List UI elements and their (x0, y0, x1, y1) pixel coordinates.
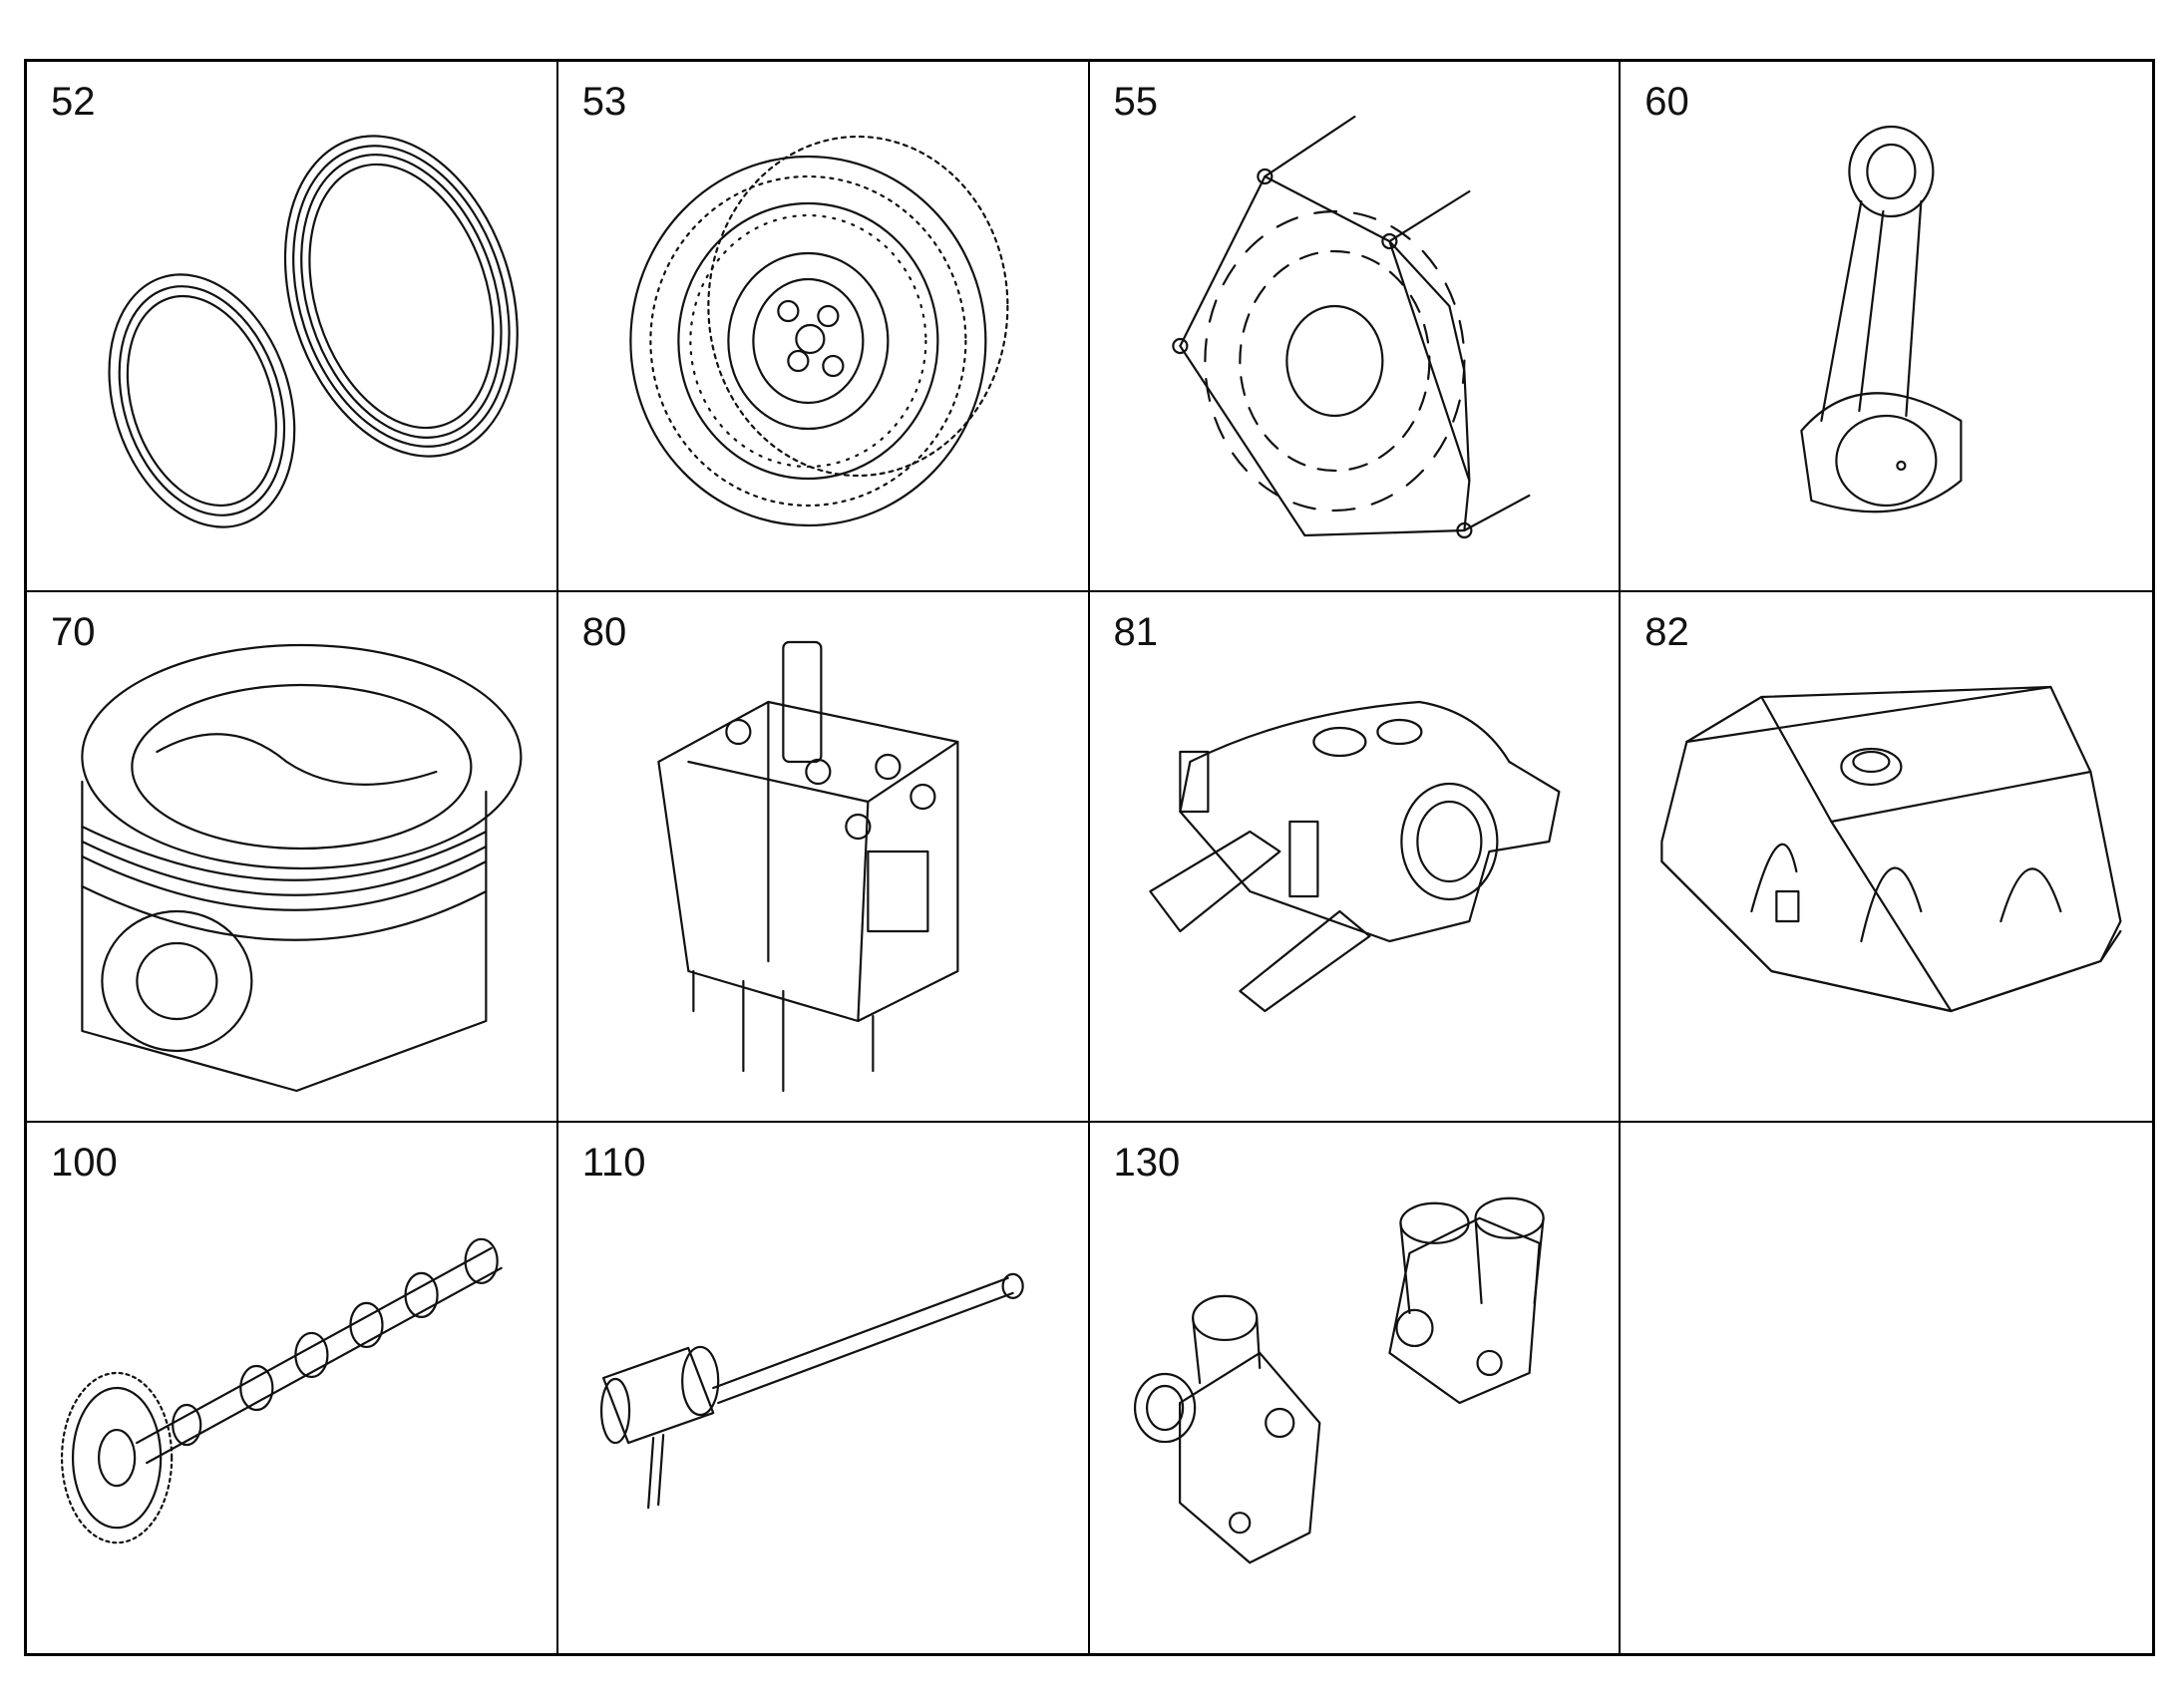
part-cell-130: 130 (1090, 1123, 1622, 1653)
part-number: 110 (581, 1141, 646, 1185)
part-cell-53: 53 (557, 62, 1090, 592)
piston-icon (81, 643, 523, 1093)
part-number: 82 (1644, 610, 1689, 654)
part-number: 70 (51, 610, 96, 654)
seal-rings-icon (108, 135, 519, 528)
part-cell-55: 55 (1089, 62, 1622, 592)
part-cell-100: 100 (27, 1123, 558, 1653)
parts-grid: 52 53 (24, 59, 2155, 1656)
connecting-rod-icon (1800, 125, 1963, 513)
part-cell-70: 70 (27, 592, 558, 1123)
injector-sleeve-tool-icon (599, 1272, 1024, 1510)
part-cell-110: 110 (558, 1123, 1090, 1653)
valve-cover-icon (1660, 685, 2122, 1013)
camshaft-icon (60, 1237, 503, 1544)
cover-plate-icon (1171, 115, 1530, 539)
cylinder-head-icon (657, 640, 959, 1093)
oil-filter-housing-icon (1133, 1196, 1545, 1564)
part-number: 80 (581, 610, 627, 654)
part-cell-52: 52 (27, 62, 558, 592)
part-cell-60: 60 (1621, 62, 2152, 592)
part-cell-80: 80 (557, 592, 1090, 1123)
part-number: 53 (581, 80, 627, 124)
rocker-arm-icon (1148, 700, 1560, 1013)
flywheel-icon (629, 135, 1009, 527)
part-number: 60 (1644, 80, 1689, 124)
part-cell-82: 82 (1621, 592, 2152, 1123)
part-number: 55 (1113, 80, 1159, 124)
part-cell-81: 81 (1089, 592, 1622, 1123)
part-number: 130 (1113, 1141, 1181, 1185)
empty-cell (1621, 1123, 2152, 1653)
part-number: 100 (51, 1141, 118, 1185)
part-number: 52 (51, 80, 96, 124)
part-number: 81 (1113, 610, 1159, 654)
